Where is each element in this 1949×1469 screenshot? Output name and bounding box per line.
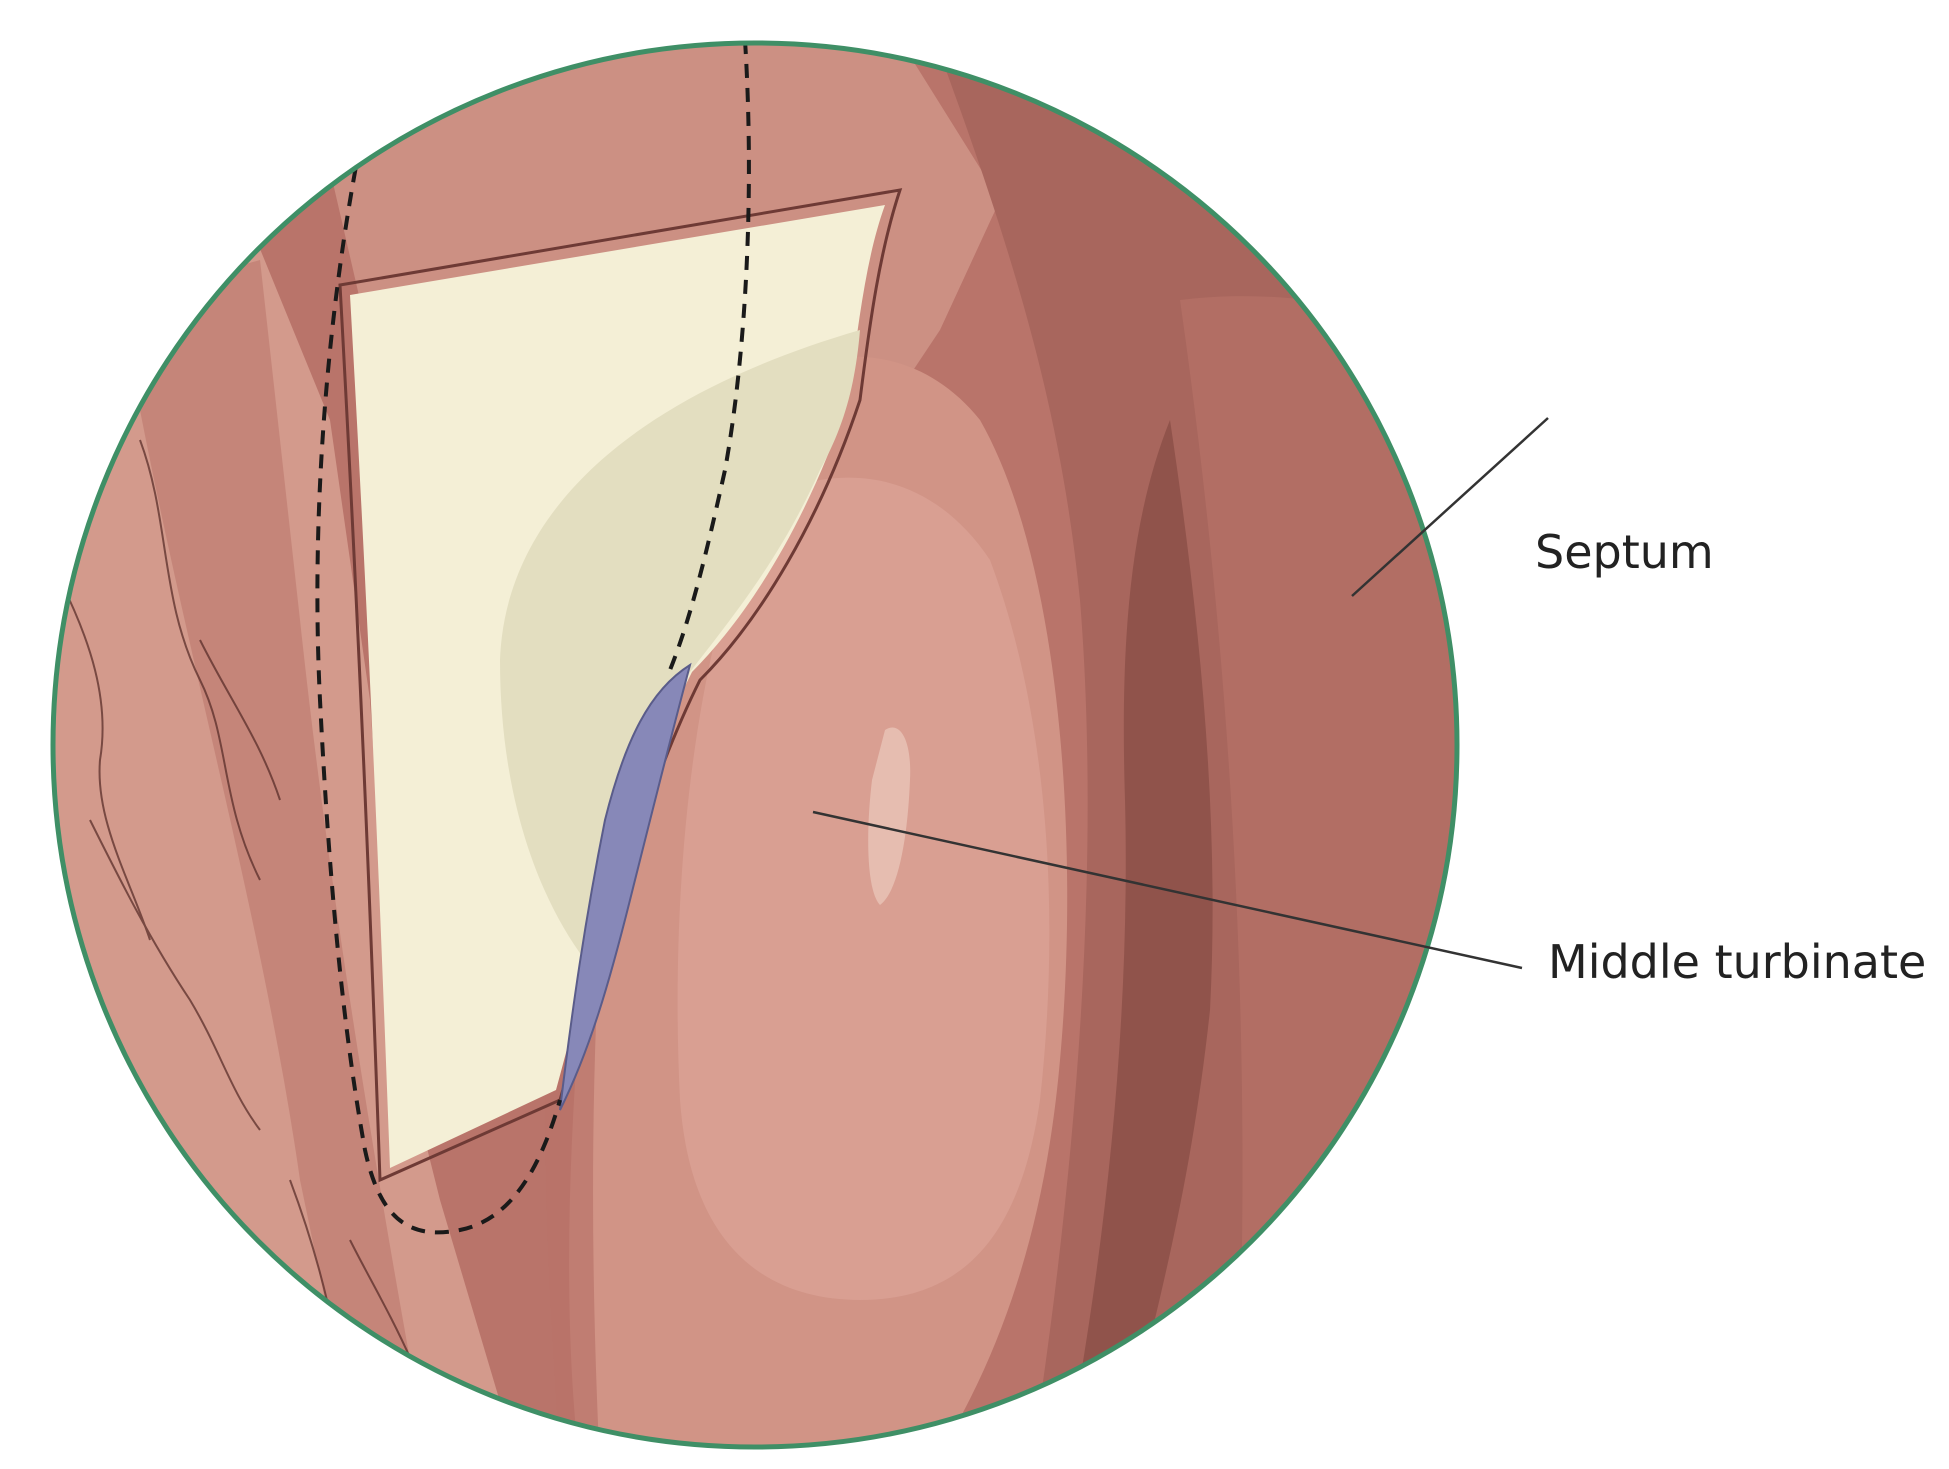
middle-turbinate-label: Middle turbinate — [1548, 935, 1926, 989]
middle-turbinate-highlight — [677, 477, 1050, 1300]
septum-label: Septum — [1535, 525, 1714, 579]
middle-turbinate-leader-line — [812, 810, 1523, 970]
turbinate-specular-highlight — [868, 727, 911, 905]
endoscope-field-border — [50, 40, 1460, 1450]
septum-leader-line — [1351, 417, 1549, 597]
lateral-wall-shadow — [120, 260, 430, 1447]
septum-deep-cleft — [1080, 420, 1213, 1380]
exposed-bone — [559, 662, 692, 1111]
incision-line-posterior — [668, 43, 751, 671]
incision-line-anterior — [315, 144, 562, 1235]
